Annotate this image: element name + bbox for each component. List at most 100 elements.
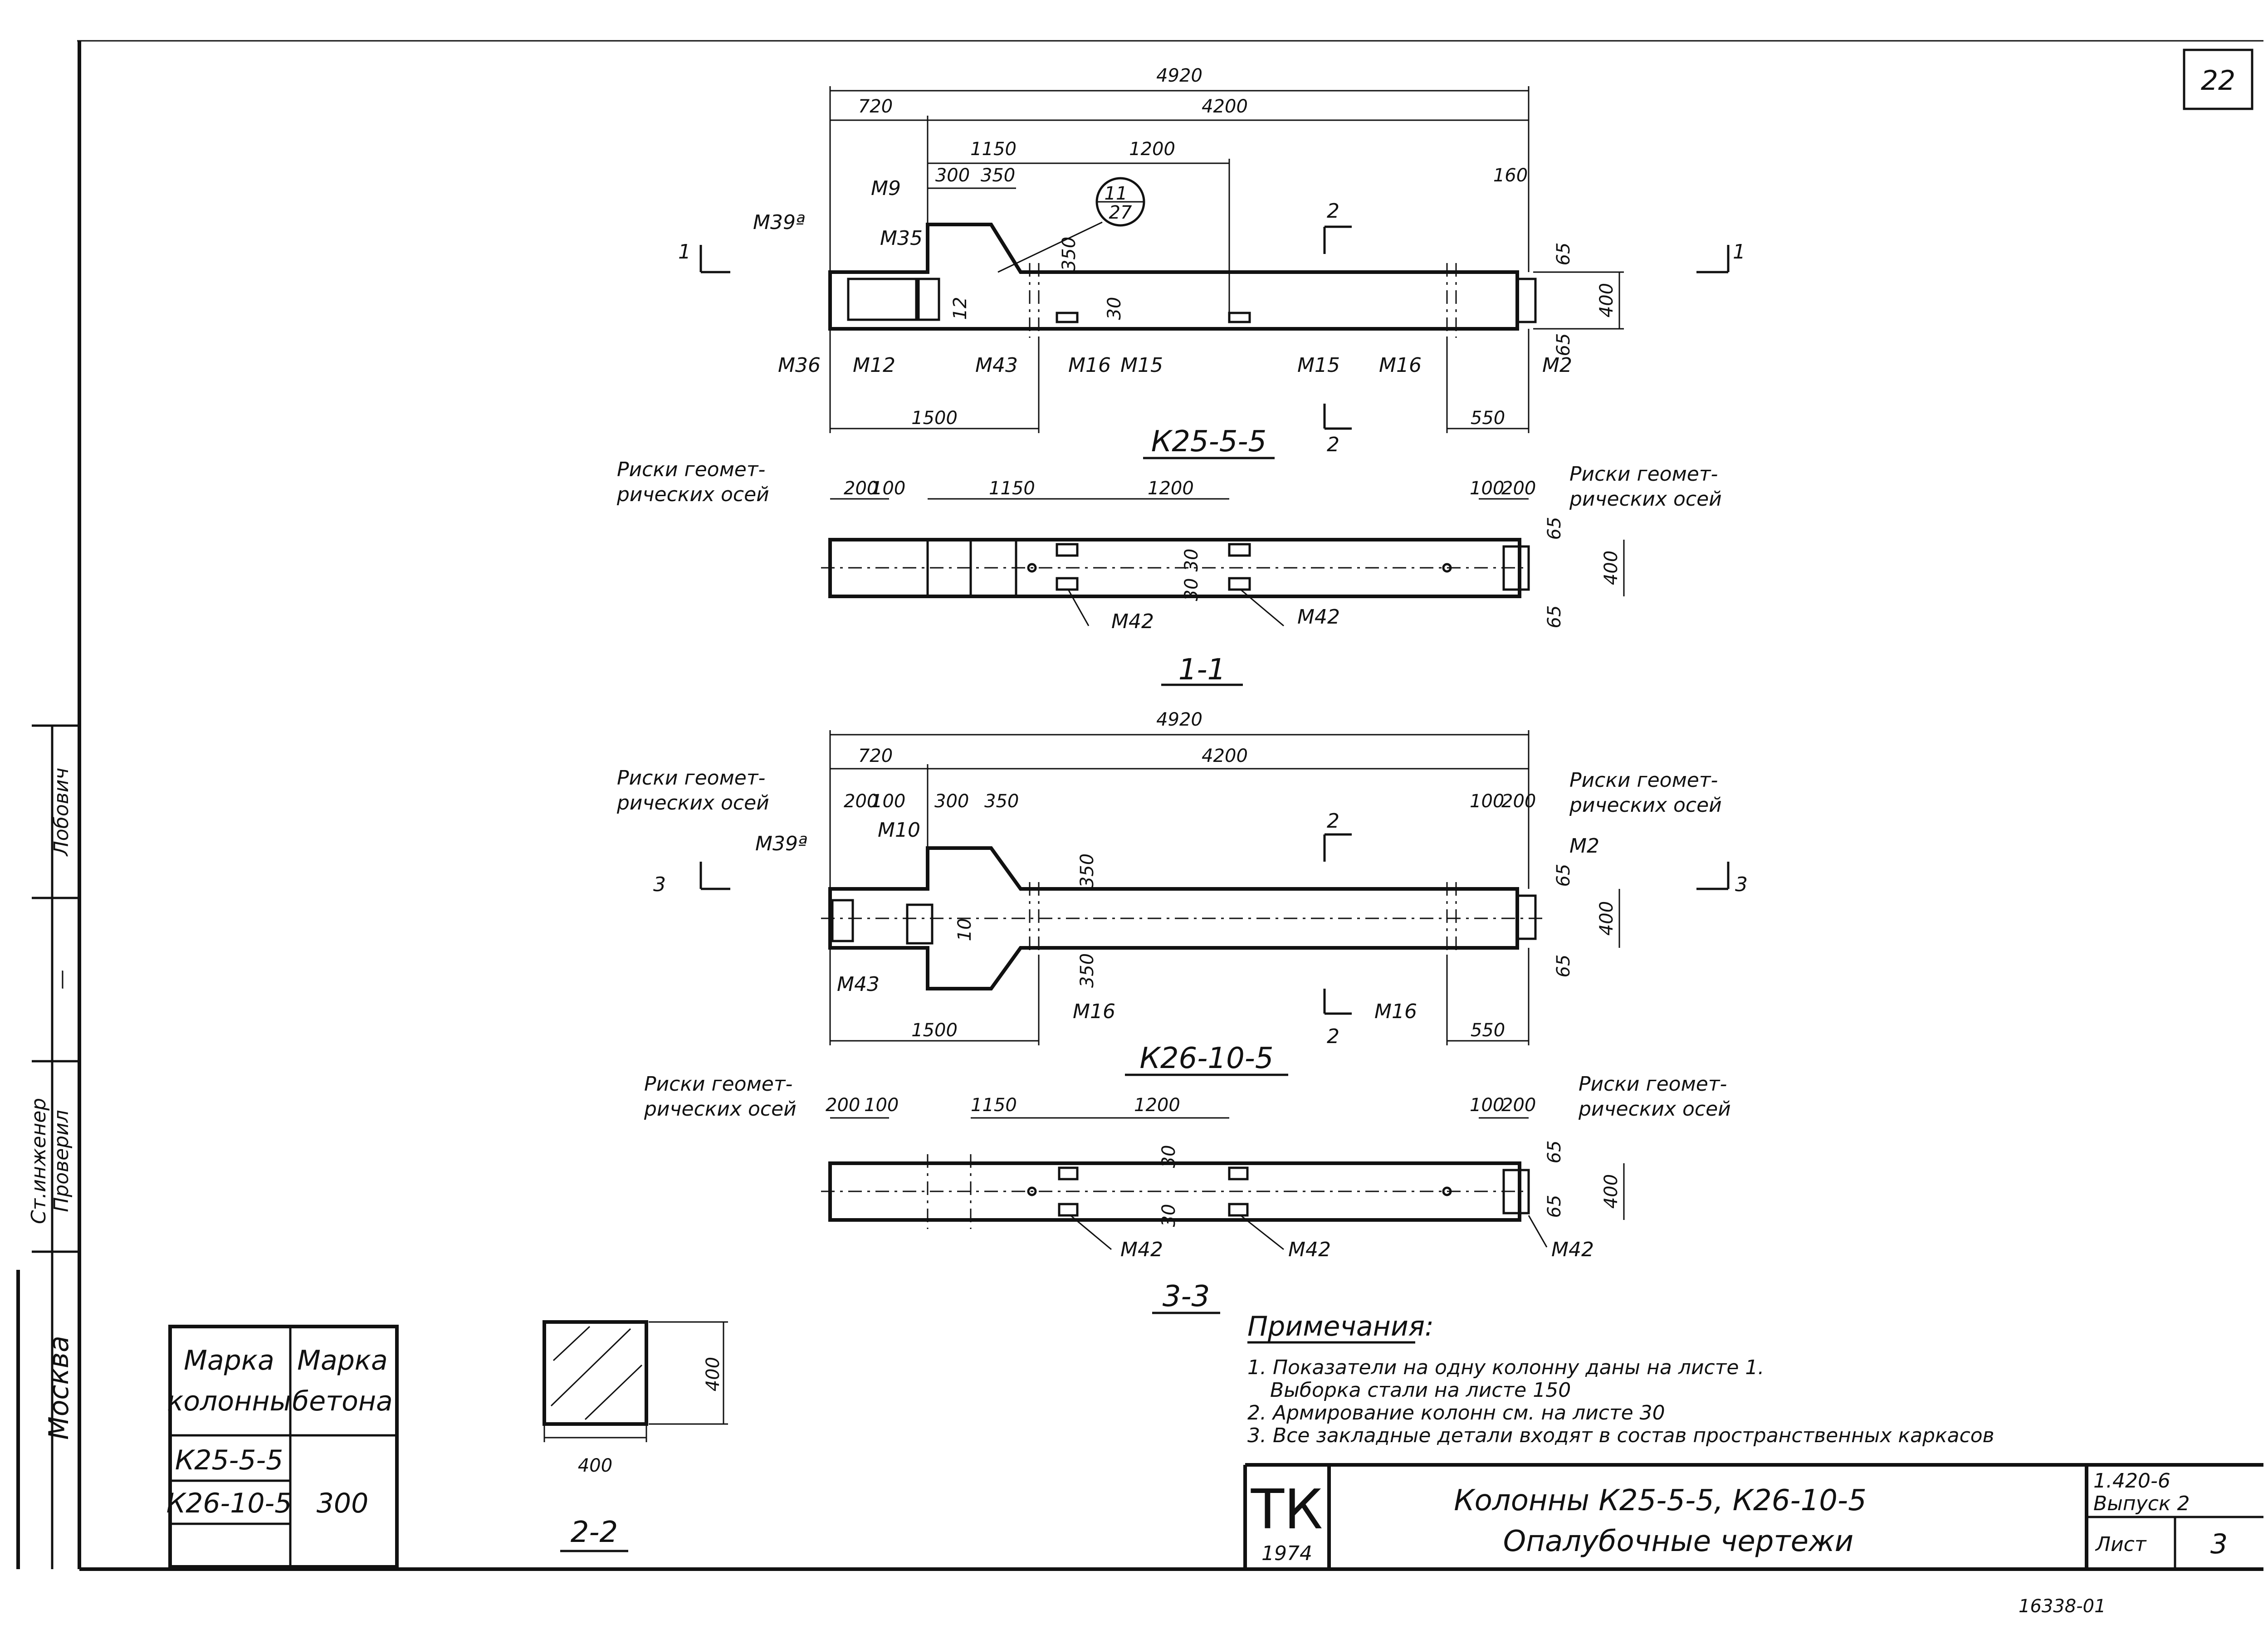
s33-dim-65-bottom: 65: [1544, 1195, 1565, 1218]
stamp-role-2: Проверил: [50, 1110, 73, 1212]
v1-dim-400: 400: [1596, 283, 1617, 317]
s33-note-left-1: Риски геомет-: [644, 1073, 792, 1096]
s11-dim-200-right: 200: [1501, 478, 1536, 499]
v2-dim-350: 350: [984, 791, 1019, 812]
s11-dim-1200: 1200: [1148, 478, 1194, 499]
table-header-col1-2: колонны: [167, 1385, 291, 1417]
v1-dim-160: 160: [1493, 165, 1528, 186]
s22-caption: 2-2: [571, 1516, 618, 1549]
s11-dim-100-right: 100: [1470, 478, 1504, 499]
s33-dim-400: 400: [1601, 1174, 1622, 1209]
table-row-2: К26-10-5: [166, 1488, 292, 1519]
v1-dim-1200: 1200: [1129, 139, 1175, 160]
v1-part-m39: М39ª: [753, 211, 805, 234]
v1-part-m9: М9: [871, 177, 901, 200]
note-1b: Выборка стали на листе 150: [1270, 1379, 1571, 1402]
s33-dim-100: 100: [864, 1095, 899, 1116]
v1-part-m36: М36: [778, 354, 821, 377]
v2-dim-100: 100: [871, 791, 905, 812]
stamp-tk: ТК: [1251, 1478, 1323, 1541]
v2-dim-550: 550: [1471, 1020, 1505, 1041]
section-3-3: [821, 1117, 1625, 1314]
notes-heading: Примечания:: [1247, 1311, 1434, 1342]
v1-dim-350: 350: [981, 165, 1015, 186]
s33-dim-100-right: 100: [1470, 1095, 1504, 1116]
view1-elevation: [699, 86, 1730, 459]
v2-section-mark-2-top: 2: [1327, 810, 1339, 833]
v1-part-m43: М43: [975, 354, 1018, 377]
s11-part-m42-right: М42: [1297, 605, 1340, 629]
s33-dim-1150: 1150: [971, 1095, 1017, 1116]
s33-note-right-1: Риски геомет-: [1579, 1073, 1727, 1096]
section-1-1: [821, 498, 1625, 686]
v1-section-mark-2-bottom: 2: [1327, 433, 1339, 456]
v1-dim-30: 30: [1104, 297, 1125, 320]
note-2: 2. Армирование колонн см. на листе 30: [1247, 1401, 1665, 1424]
v2-note-right-2: рических осей: [1569, 794, 1722, 817]
table-header-col2-2: бетона: [292, 1385, 393, 1417]
s11-note-right-2: рических осей: [1569, 488, 1722, 511]
v1-part-m16: М16: [1068, 354, 1111, 377]
v2-part-m10: М10: [878, 819, 920, 842]
v1-dim-4200: 4200: [1202, 96, 1248, 117]
bottom-code: 16338-01: [2019, 1596, 2106, 1617]
note-3: 3. Все закладные детали входят в состав …: [1247, 1424, 1994, 1447]
side-stamp: [16, 724, 79, 1569]
s33-dim-30-top: 30: [1158, 1145, 1179, 1168]
v1-part-m12: М12: [853, 354, 895, 377]
s11-part-m42-left: М42: [1111, 610, 1154, 633]
title-line-1: Колонны К25-5-5, К26-10-5: [1454, 1484, 1867, 1517]
s11-dim-1150: 1150: [989, 478, 1035, 499]
sheet-label: Лист: [2095, 1533, 2147, 1556]
v1-section-mark-left: 1: [678, 240, 691, 263]
v2-part-m16-b: М16: [1374, 1000, 1417, 1023]
v1-callout-top: 11: [1105, 183, 1128, 204]
title-block: [1243, 1463, 2263, 1569]
stamp-name: Лобович: [50, 768, 73, 857]
v1-dim-4920: 4920: [1156, 65, 1202, 86]
v2-part-m43: М43: [837, 973, 880, 996]
s11-caption: 1-1: [1178, 653, 1226, 687]
v2-caption: К26-10-5: [1139, 1042, 1273, 1075]
s22-dim-w: 400: [578, 1455, 612, 1476]
sheet-frame: [77, 40, 2263, 1571]
v2-dim-400: 400: [1596, 901, 1617, 936]
v2-part-m16: М16: [1073, 1000, 1115, 1023]
table-header-col2-1: Марка: [297, 1345, 388, 1376]
mark-table: [168, 1325, 399, 1569]
v2-dim-200: 200: [844, 791, 878, 812]
view2-elevation: [699, 730, 1730, 1076]
s33-note-right-2: рических осей: [1578, 1097, 1731, 1121]
s22-dim-h: 400: [703, 1357, 723, 1391]
v2-dim-1500: 1500: [911, 1020, 958, 1041]
s11-dim-30-top: 30: [1181, 549, 1202, 572]
s11-note-right-1: Риски геомет-: [1569, 463, 1718, 486]
sheet-issue: Выпуск 2: [2093, 1492, 2190, 1515]
table-concrete: 300: [317, 1488, 369, 1519]
v1-part-m15: М15: [1120, 354, 1163, 377]
v1-dim-1150: 1150: [970, 139, 1017, 160]
s33-dim-200: 200: [826, 1095, 860, 1116]
v2-dim-65-bottom: 65: [1553, 955, 1574, 978]
s33-dim-65-top: 65: [1544, 1141, 1565, 1164]
v1-part-m2: М2: [1542, 354, 1572, 377]
page-number: 22: [2201, 65, 2235, 97]
sheet-code: 1.420-6: [2093, 1469, 2170, 1493]
v1-dim-1500: 1500: [911, 408, 958, 429]
stamp-signature: —: [50, 970, 73, 990]
s33-dim-200-right: 200: [1501, 1095, 1536, 1116]
v1-dim-350-side: 350: [1059, 237, 1080, 271]
s11-dim-400: 400: [1601, 551, 1622, 585]
v1-dim-65-bottom: 65: [1553, 333, 1574, 356]
stamp-role-1: Ст.инженер: [27, 1098, 50, 1224]
v2-part-m39: М39ª: [755, 832, 807, 855]
stamp-city: Москва: [43, 1336, 75, 1440]
v1-dim-720: 720: [858, 96, 893, 117]
v2-dim-200-right: 200: [1501, 791, 1536, 812]
s11-dim-65-bottom: 65: [1544, 605, 1565, 629]
v1-part-m16-b: М16: [1379, 354, 1422, 377]
s11-note-left-2: рических осей: [616, 483, 769, 506]
table-header-col1-1: Марка: [184, 1345, 274, 1376]
